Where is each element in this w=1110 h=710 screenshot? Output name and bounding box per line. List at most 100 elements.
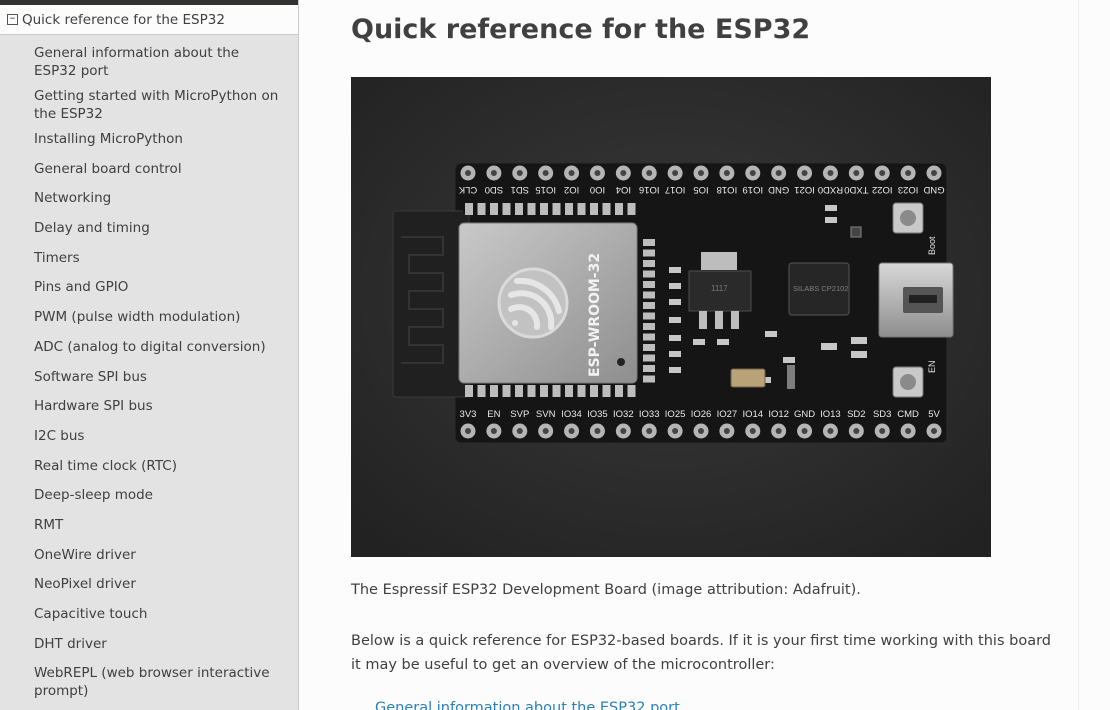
pin-label: IO14 — [742, 409, 763, 420]
sidebar-current-item[interactable]: − Quick reference for the ESP32 — [0, 5, 298, 35]
chip-label: SILABS CP2102 — [793, 284, 848, 293]
pin-label: IO16 — [639, 184, 660, 195]
module-pad — [490, 385, 498, 397]
pin-label: IO34 — [561, 409, 582, 420]
pin-label: IO15 — [535, 184, 556, 195]
pin-label: IO27 — [717, 409, 738, 420]
sidebar-item[interactable]: DHT driver — [34, 635, 107, 652]
sidebar-item[interactable]: ADC (analog to digital conversion) — [34, 338, 266, 355]
sidebar-item[interactable]: RMT — [34, 516, 64, 533]
page-title: Quick reference for the ESP32 — [351, 14, 811, 45]
pin-label: IO23 — [898, 184, 919, 195]
module-pad — [465, 385, 473, 397]
header-pin-hole — [465, 428, 471, 434]
sidebar-item[interactable]: Software SPI bus — [34, 368, 147, 385]
module-pad — [552, 385, 561, 397]
pin-label: SD0 — [485, 184, 503, 195]
pin-label: IO4 — [616, 184, 631, 195]
pin-label: IO13 — [820, 409, 841, 420]
module-pad — [590, 385, 598, 397]
module-pad — [643, 249, 655, 257]
module-pad — [643, 354, 655, 362]
pin-label: IO32 — [613, 409, 634, 420]
header-pin-hole — [853, 428, 860, 434]
boot-label: Boot — [927, 236, 937, 255]
pin-label: TXD0 — [844, 184, 868, 195]
intro-paragraph: Below is a quick reference for ESP32-bas… — [351, 633, 1051, 673]
module-pad — [477, 203, 486, 215]
pin-label: RXD0 — [818, 184, 843, 195]
module-pad — [643, 375, 655, 383]
sidebar-item[interactable]: Pins and GPIO — [34, 279, 129, 296]
header-pin-hole — [723, 428, 730, 434]
sidebar-item[interactable]: Capacitive touch — [34, 606, 148, 622]
pin-label: IO17 — [665, 184, 686, 195]
header-pin-hole — [853, 170, 860, 176]
header-pin-hole — [594, 428, 601, 434]
sidebar-item[interactable]: I2C bus — [34, 427, 85, 444]
header-pin-hole — [516, 170, 523, 176]
pin-label: SD3 — [873, 409, 891, 420]
minus-square-icon[interactable]: − — [7, 14, 18, 25]
header-pin-hole — [620, 428, 627, 434]
module-pad — [565, 203, 573, 215]
sidebar-item[interactable]: General board control — [34, 160, 182, 177]
sidebar-item[interactable]: OneWire driver — [34, 546, 136, 563]
header-pin-hole — [723, 170, 730, 176]
header-pin-hole — [698, 170, 704, 176]
pin-label: IO22 — [872, 184, 893, 195]
pin-label: IO26 — [691, 409, 712, 420]
sidebar-item[interactable]: Delay and timing — [34, 220, 150, 237]
sidebar-item[interactable]: PWM (pulse width modulation) — [34, 309, 241, 326]
module-pad — [552, 203, 561, 215]
link-general-information[interactable]: General information about the ESP32 port — [375, 700, 680, 710]
pin-label: IO0 — [590, 184, 605, 195]
pin-label: SD1 — [511, 184, 529, 195]
sidebar-nav: − Quick reference for the ESP32 General … — [0, 0, 299, 710]
header-pin-hole — [568, 428, 575, 434]
sidebar-item[interactable]: Real time clock (RTC) — [34, 457, 177, 474]
module-pad — [502, 385, 511, 397]
sidebar-item-list: General information about the ESP32 port… — [0, 35, 298, 703]
pin-label: SVN — [536, 409, 556, 420]
module-pad — [643, 260, 655, 267]
module-pad — [643, 291, 655, 299]
module-pad — [643, 312, 655, 320]
header-pin-hole — [465, 170, 471, 176]
module-pad — [515, 203, 523, 215]
sidebar-item[interactable]: WebREPL (web browser interactive prompt) — [34, 665, 270, 700]
header-pin-hole — [542, 170, 549, 176]
main-content: Quick reference for the ESP32 — [299, 0, 1094, 710]
module-pad — [602, 203, 611, 215]
sidebar-item[interactable]: Installing MicroPython — [34, 131, 183, 147]
module-pad — [577, 385, 586, 397]
header-pin-hole — [749, 170, 756, 176]
sidebar-item[interactable]: Hardware SPI bus — [34, 398, 153, 415]
sidebar-item[interactable]: General information about the ESP32 port — [34, 45, 240, 79]
header-pin-hole — [879, 428, 886, 434]
module-pad — [627, 203, 636, 215]
module-pad — [540, 385, 548, 397]
pin-label: IO18 — [717, 184, 738, 195]
sidebar-item[interactable]: Timers — [34, 249, 80, 266]
sidebar-item[interactable]: Getting started with MicroPython on the … — [34, 88, 279, 122]
sidebar-item[interactable]: Networking — [34, 190, 112, 207]
pin-label: SVP — [510, 409, 529, 420]
sidebar-item[interactable]: NeoPixel driver — [34, 576, 136, 593]
module-pad — [565, 385, 573, 397]
pin-label: IO25 — [665, 409, 686, 420]
header-pin-hole — [594, 170, 601, 176]
module-pad — [515, 385, 523, 397]
module-pad — [590, 203, 598, 215]
header-pin-hole — [827, 170, 834, 176]
header-pin-hole — [516, 428, 523, 434]
sidebar-item[interactable]: Deep-sleep mode — [34, 487, 153, 504]
header-pin-hole — [827, 428, 834, 434]
header-pin-hole — [542, 428, 549, 434]
module-pad — [643, 323, 655, 330]
content-scrollbar[interactable] — [1078, 0, 1094, 710]
module-pad — [490, 203, 498, 215]
header-pin-hole — [931, 428, 937, 434]
header-pin-hole — [646, 170, 653, 176]
